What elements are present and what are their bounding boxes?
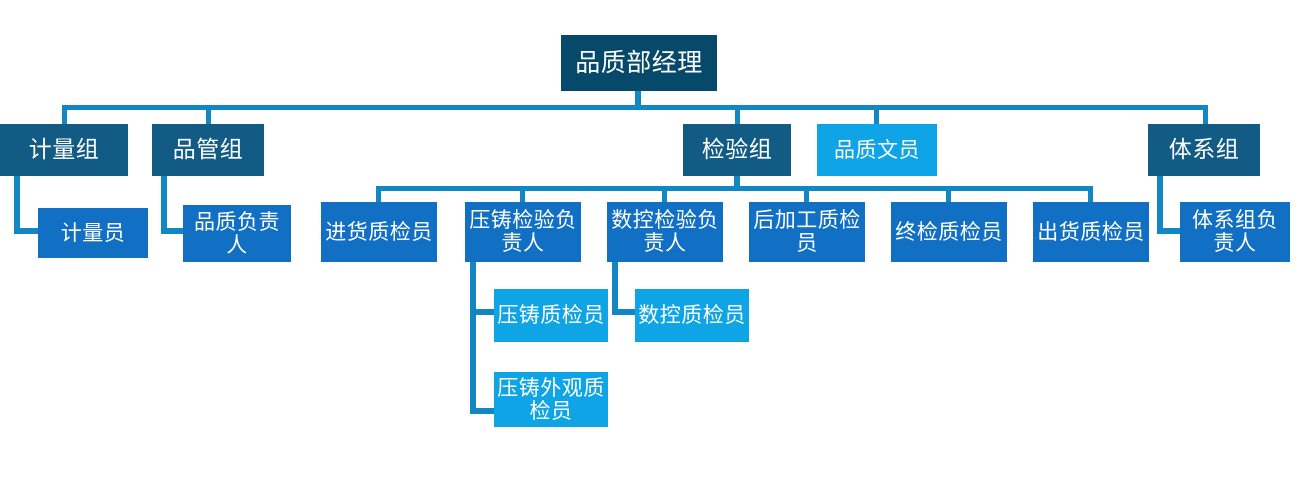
org-node-n5[interactable]: 体系组 [1148, 124, 1260, 176]
drop-to-yazhu [520, 186, 525, 204]
org-node-n17[interactable]: 压铸外观质检员 [494, 372, 608, 427]
elbow-tixizu-horizontal [1157, 228, 1185, 234]
org-node-n9[interactable]: 压铸检验负责人 [465, 202, 581, 262]
jianyanzu-horizontal-bar [376, 186, 1092, 191]
drop-to-tixizu [1203, 105, 1208, 125]
drop-to-shukong [662, 186, 667, 204]
org-node-n3[interactable]: 检验组 [683, 124, 791, 176]
org-node-n1[interactable]: 计量组 [0, 124, 128, 176]
drop-to-chuhuo [1088, 186, 1093, 204]
org-node-n6[interactable]: 计量员 [38, 208, 148, 258]
org-node-n12[interactable]: 终检质检员 [891, 202, 1007, 262]
org-node-n13[interactable]: 出货质检员 [1033, 202, 1149, 262]
org-node-n4[interactable]: 品质文员 [817, 124, 937, 176]
drop-to-pinzhiwenyuan [874, 105, 879, 125]
level2-horizontal-bar [62, 105, 1208, 110]
drop-to-zhongjian [946, 186, 951, 204]
org-node-n0[interactable]: 品质部经理 [561, 35, 717, 91]
drop-to-jinhuo [376, 186, 381, 204]
shukong-child-horizontal [612, 309, 639, 315]
shukong-child-vertical [612, 262, 618, 315]
yazhu-branch-to-zhijian [470, 309, 498, 315]
org-node-n10[interactable]: 数控检验负责人 [607, 202, 723, 262]
elbow-jiliangzu-vertical [14, 176, 20, 234]
drop-to-jianyanzu [735, 105, 740, 125]
drop-to-jiliangzu [62, 105, 67, 125]
org-node-n8[interactable]: 进货质检员 [321, 202, 437, 262]
drop-to-houjiagong [804, 186, 809, 204]
drop-to-pinguanzu [206, 105, 211, 125]
yazhu-branch-to-waiguan [470, 408, 498, 414]
yazhu-children-trunk [470, 262, 476, 414]
elbow-jiliangzu-horizontal [14, 228, 42, 234]
org-node-n2[interactable]: 品管组 [152, 124, 264, 176]
elbow-pinguanzu-vertical [161, 176, 167, 234]
root-down-stem [635, 91, 641, 108]
elbow-tixizu-vertical [1157, 176, 1163, 234]
org-node-n14[interactable]: 体系组负责人 [1180, 202, 1290, 262]
jianyanzu-down-stem [734, 176, 740, 190]
org-node-n11[interactable]: 后加工质检员 [749, 202, 865, 262]
org-node-n7[interactable]: 品质负责人 [183, 205, 291, 262]
org-node-n15[interactable]: 压铸质检员 [494, 289, 608, 342]
elbow-pinguanzu-horizontal [161, 228, 187, 234]
org-node-n16[interactable]: 数控质检员 [635, 289, 749, 342]
